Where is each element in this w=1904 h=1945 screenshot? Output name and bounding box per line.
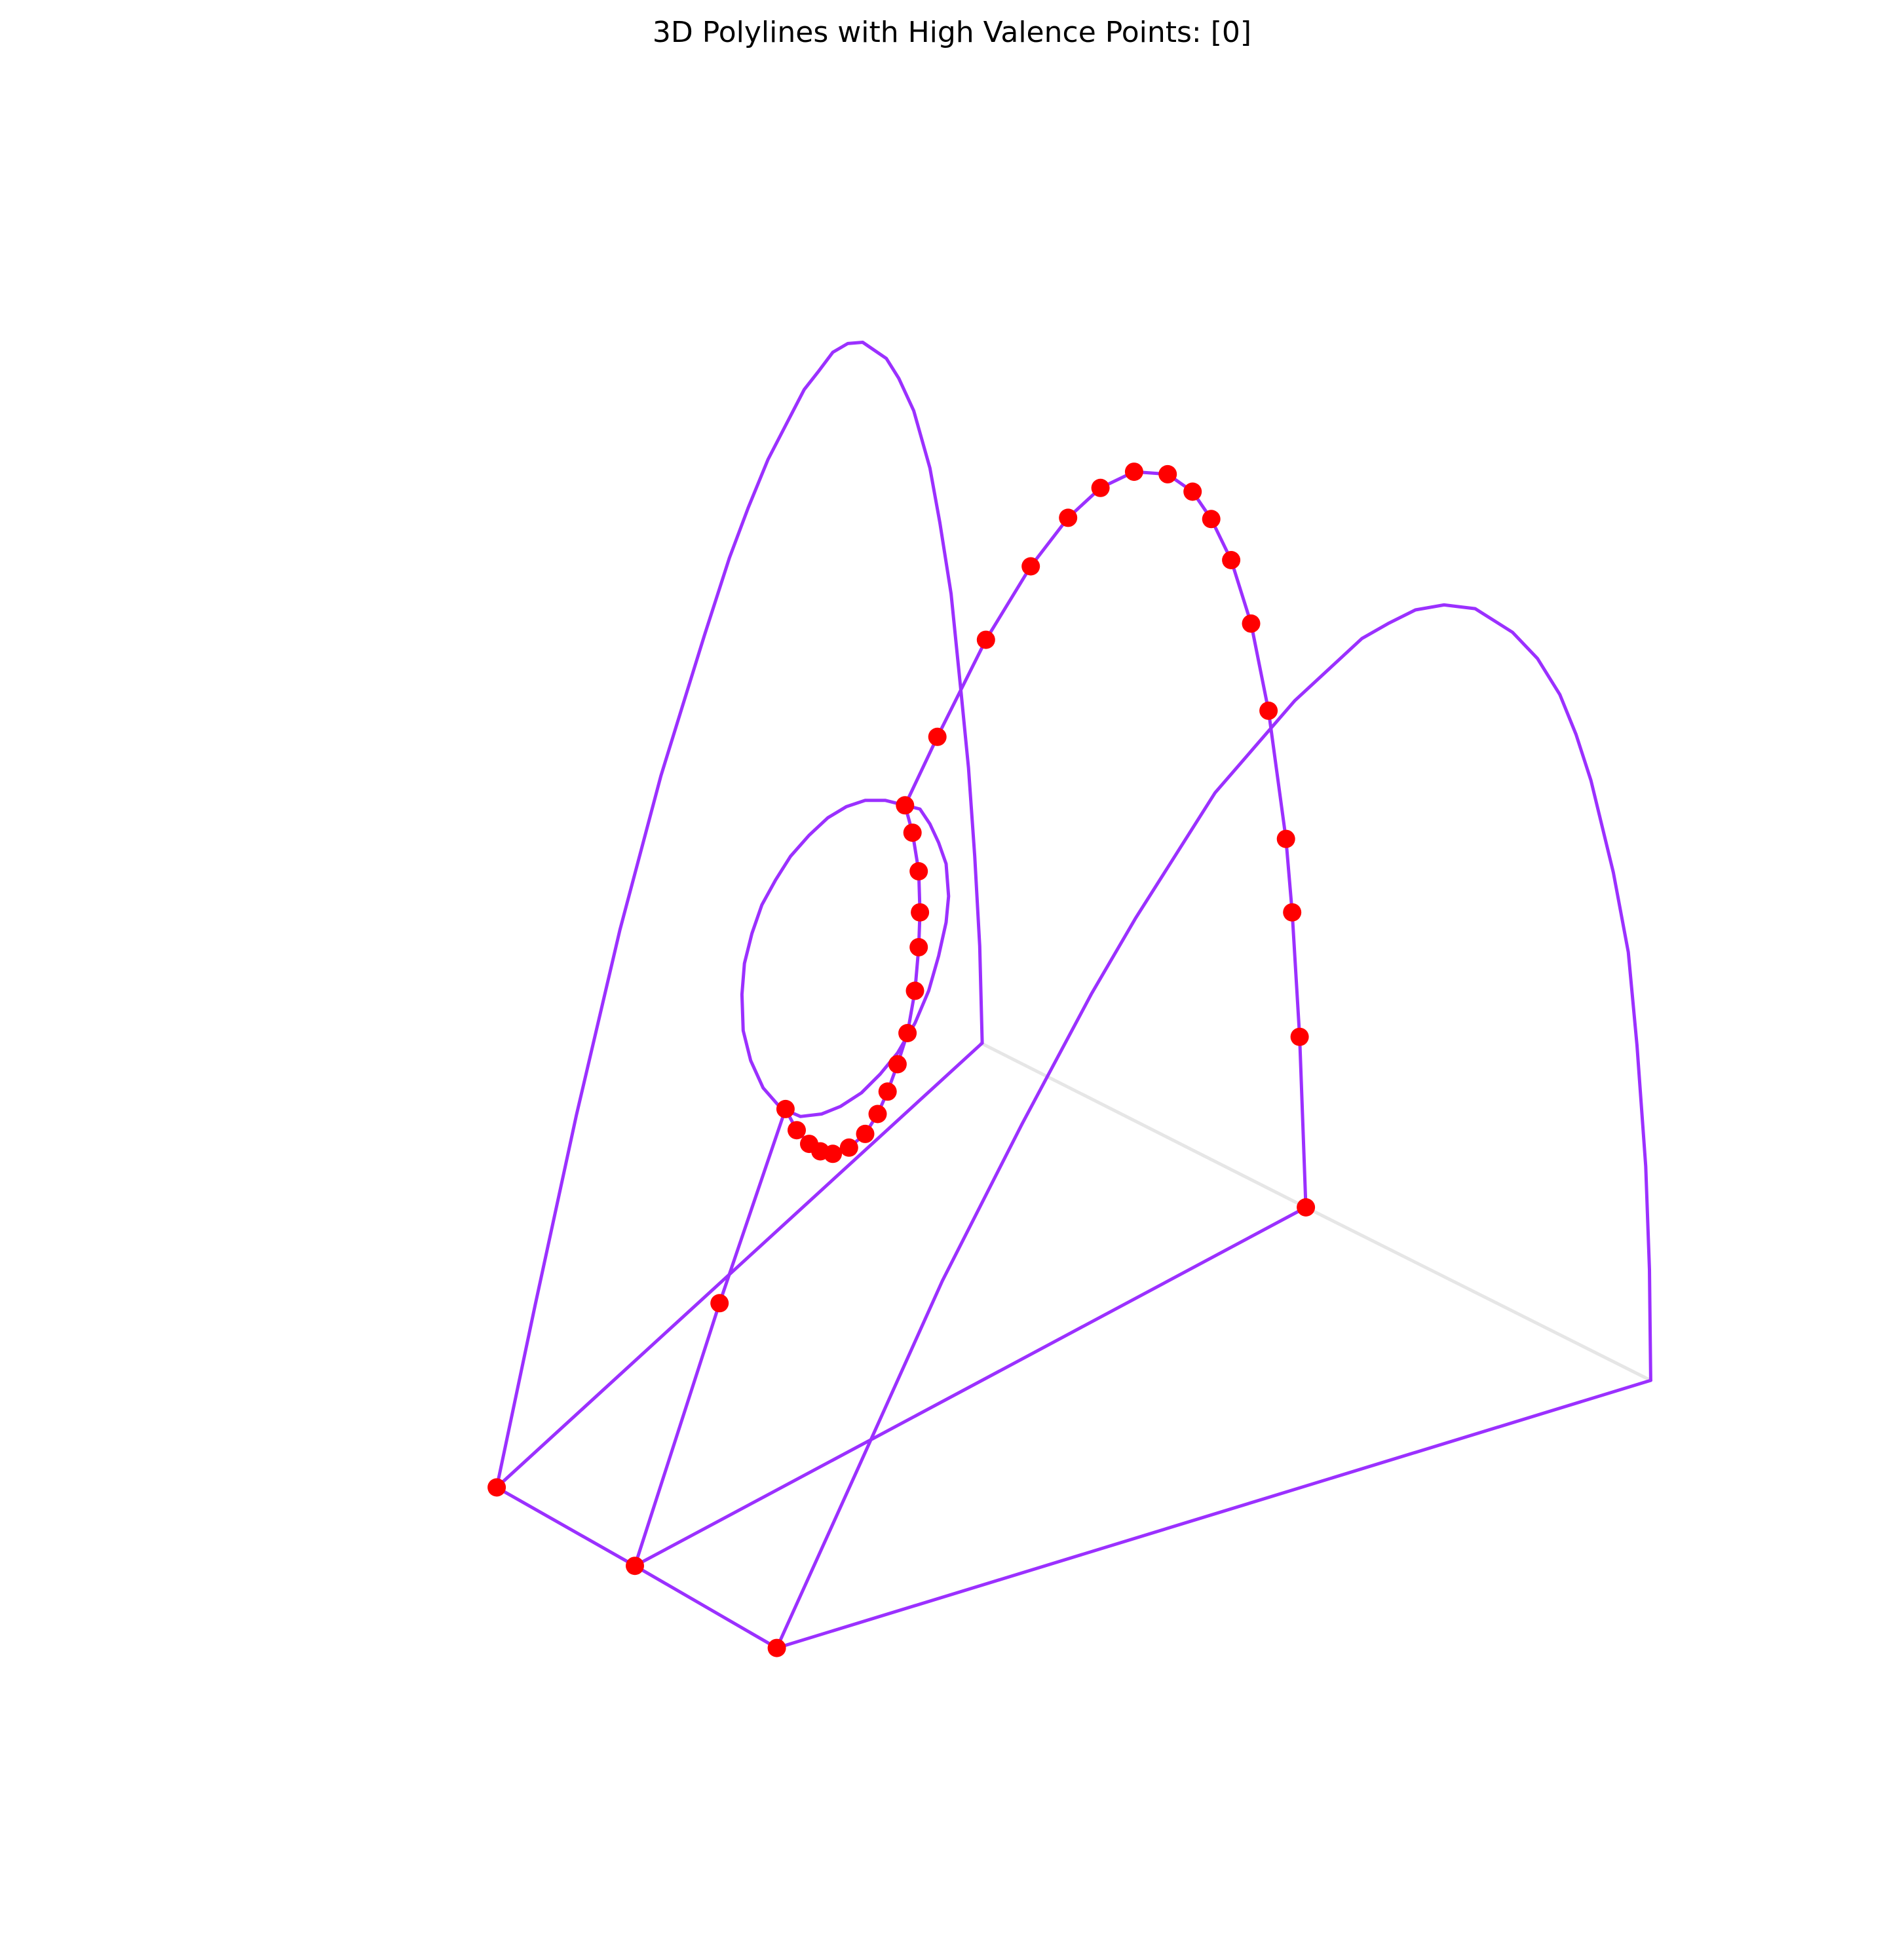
polyline-base-front-right	[633, 1564, 779, 1650]
high-valence-point-5	[1297, 1198, 1316, 1217]
high-valence-point-15	[888, 1055, 907, 1074]
high-valence-point-31	[1202, 510, 1221, 529]
high-valence-point-18	[909, 937, 928, 956]
high-valence-point-10	[824, 1144, 843, 1163]
high-valence-point-25	[1021, 557, 1040, 576]
high-valence-point-24	[976, 630, 995, 649]
high-valence-point-6	[776, 1099, 795, 1118]
high-valence-point-7	[788, 1121, 806, 1140]
high-valence-point-22	[896, 796, 915, 815]
high-valence-point-32	[1222, 551, 1241, 569]
figure-title: 3D Polylines with High Valence Points: […	[653, 16, 1251, 49]
polylines	[495, 341, 1652, 1650]
high-valence-point-35	[1276, 829, 1295, 848]
high-valence-point-26	[1059, 508, 1078, 527]
high-valence-point-20	[909, 862, 928, 880]
high-valence-point-28	[1124, 463, 1143, 482]
high-valence-point-19	[911, 903, 930, 922]
high-valence-point-34	[1259, 701, 1278, 720]
high-valence-points	[487, 463, 1316, 1657]
high-valence-point-17	[905, 981, 924, 1000]
high-valence-point-16	[898, 1024, 917, 1042]
polyline-left-base-diagonal	[495, 1041, 984, 1489]
high-valence-point-2	[626, 1557, 644, 1576]
high-valence-point-33	[1242, 614, 1261, 633]
high-valence-point-27	[1091, 478, 1110, 497]
high-valence-point-30	[1183, 482, 1202, 501]
high-valence-point-4	[710, 1294, 729, 1313]
high-valence-point-12	[856, 1124, 875, 1143]
high-valence-point-29	[1158, 464, 1177, 483]
polyline-right-arch	[775, 603, 1652, 1650]
high-valence-point-37	[1290, 1027, 1309, 1046]
high-valence-point-36	[1283, 903, 1302, 922]
polyline-left-arch	[495, 341, 984, 1489]
high-valence-point-1	[487, 1478, 506, 1497]
polyline-base-front-left	[495, 1486, 637, 1568]
high-valence-point-3	[767, 1638, 786, 1657]
polyline-base-right-diagonal	[775, 1378, 1652, 1650]
high-valence-point-23	[928, 727, 947, 746]
high-valence-point-11	[839, 1138, 858, 1157]
high-valence-point-13	[868, 1105, 887, 1124]
high-valence-point-21	[903, 823, 922, 842]
high-valence-point-14	[878, 1082, 897, 1101]
